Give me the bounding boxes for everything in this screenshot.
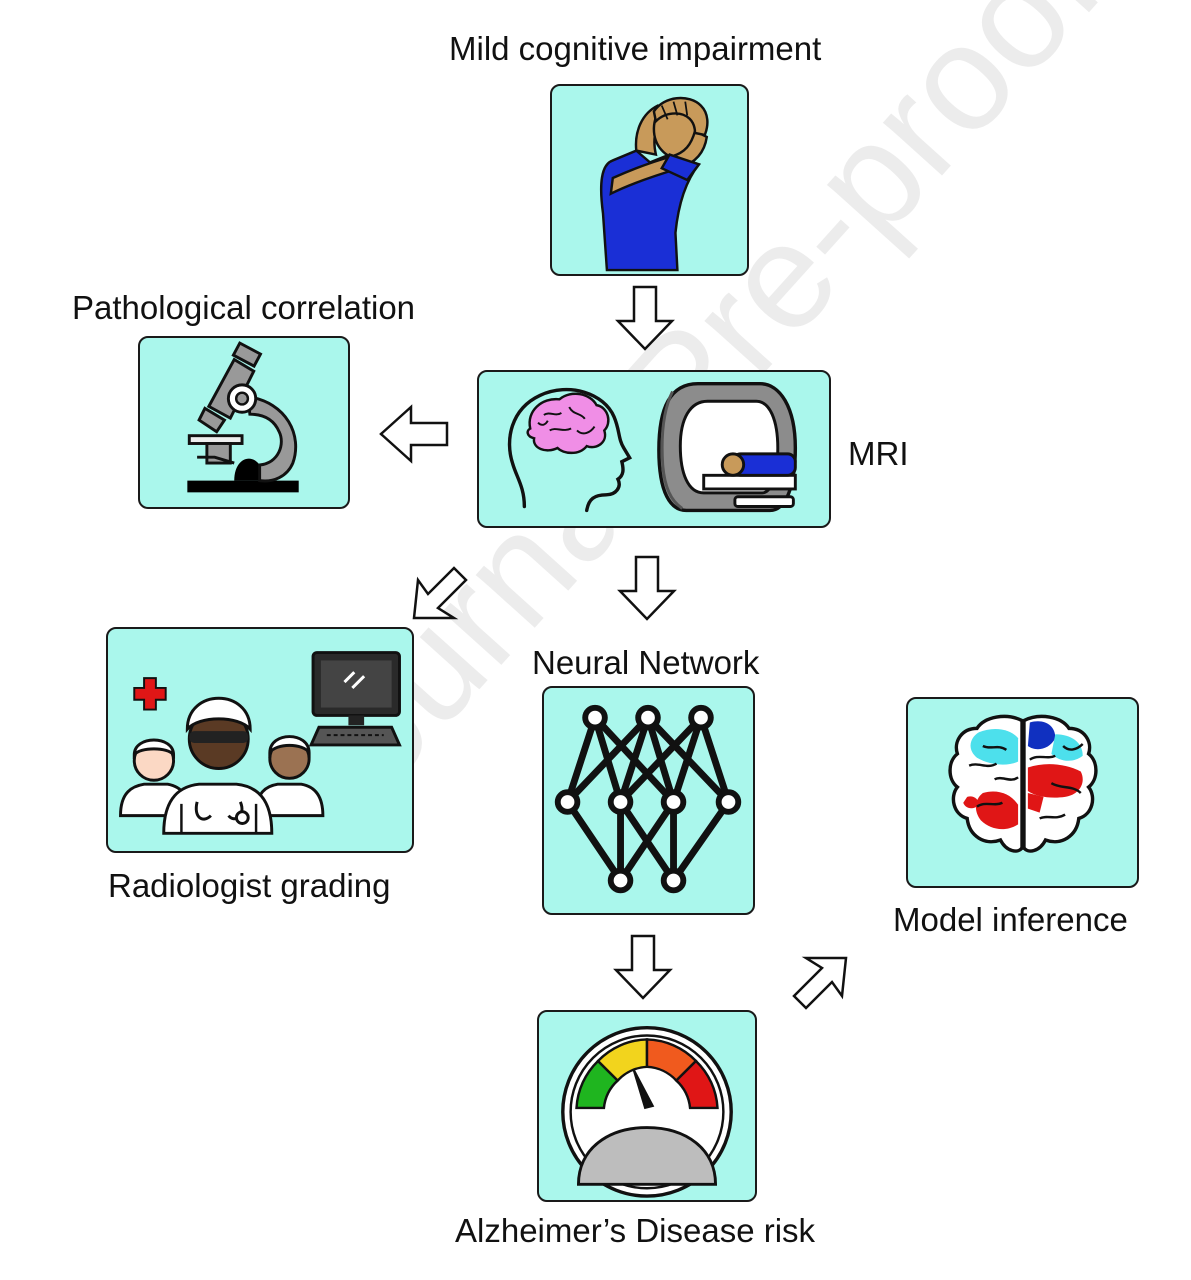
head-and-mri-scanner-icon — [507, 381, 798, 513]
arrow-down-2 — [617, 555, 677, 621]
panel-pathology — [138, 336, 350, 509]
label-radiologist: Radiologist grading — [108, 867, 391, 904]
label-inference: Model inference — [893, 901, 1128, 938]
arrow-down-1 — [615, 285, 675, 351]
panel-mri — [477, 370, 831, 528]
label-mri: MRI — [848, 435, 909, 472]
arrow-down-3 — [613, 934, 673, 1000]
label-mci: Mild cognitive impairment — [449, 30, 822, 67]
gauge-icon — [561, 1025, 733, 1198]
panel-inference — [906, 697, 1139, 888]
label-risk: Alzheimer’s Disease risk — [455, 1212, 816, 1249]
neural-network-icon — [554, 704, 742, 894]
label-pathology: Pathological correlation — [72, 289, 416, 326]
panel-neural-network — [542, 686, 755, 915]
distressed-person-icon — [599, 96, 709, 272]
brain-heatmap-icon — [948, 714, 1098, 853]
panel-risk — [537, 1010, 757, 1202]
arrow-down-left — [412, 566, 468, 620]
panel-mci — [550, 84, 749, 276]
arrow-left — [379, 404, 449, 464]
arrow-up-right — [792, 956, 848, 1010]
doctors-and-monitor-icon — [119, 651, 402, 835]
panel-radiologist — [106, 627, 414, 853]
label-neural-network: Neural Network — [532, 644, 760, 681]
microscope-icon — [187, 341, 299, 493]
